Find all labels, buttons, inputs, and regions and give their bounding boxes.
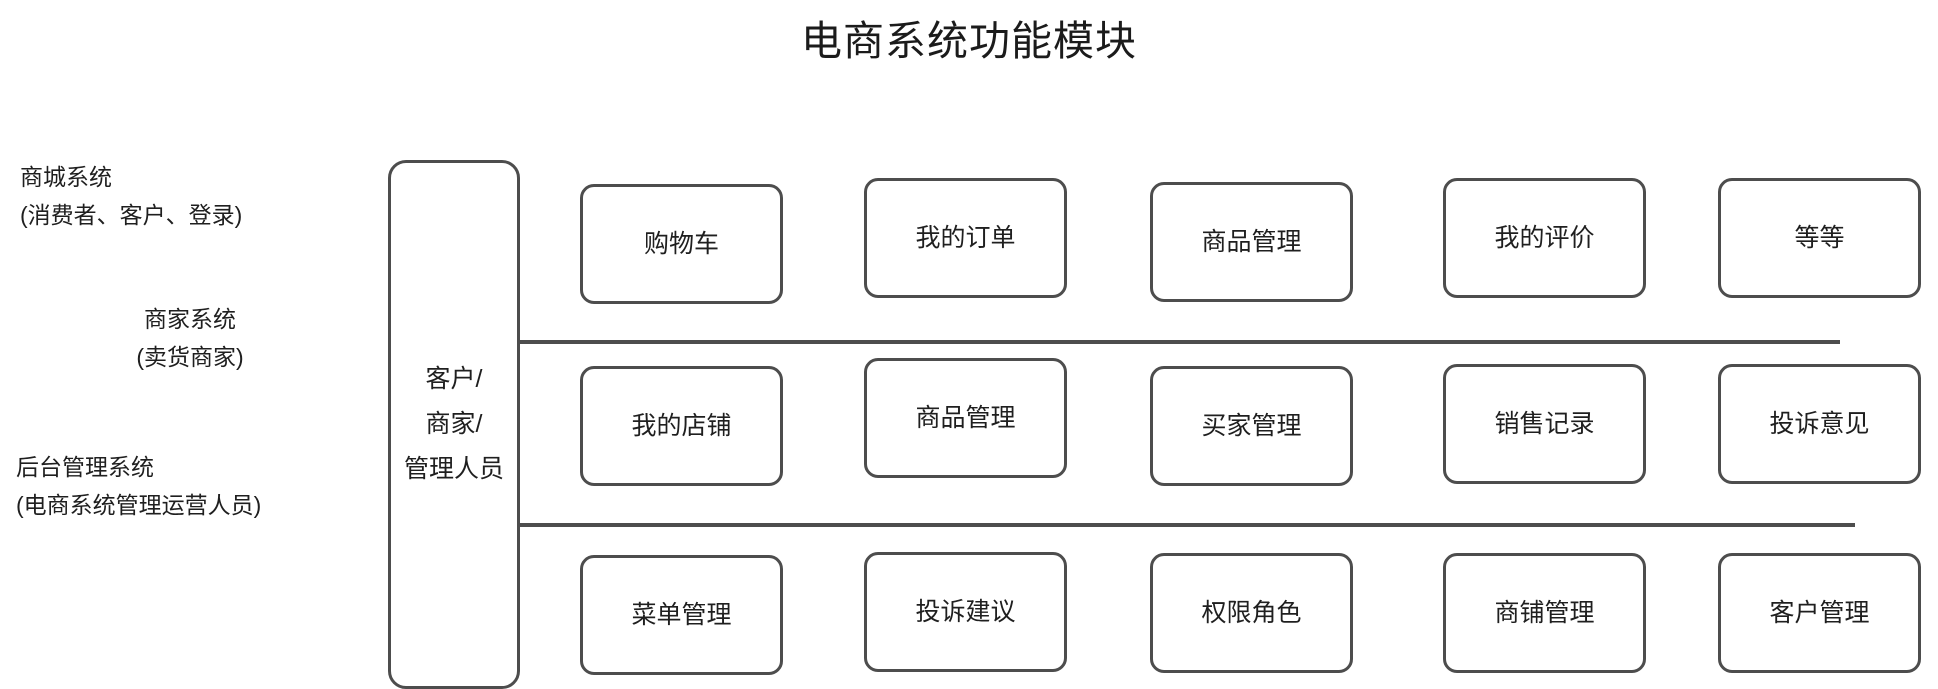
module-label: 投诉意见 xyxy=(1769,410,1870,438)
module-label: 我的评价 xyxy=(1494,224,1595,252)
module-label: 销售记录 xyxy=(1494,410,1595,438)
hub-line-admin: 管理人员 xyxy=(403,455,504,483)
module-label: 购物车 xyxy=(643,230,719,258)
module-box[interactable]: 投诉建议 xyxy=(864,552,1067,672)
module-box[interactable]: 权限角色 xyxy=(1150,553,1353,673)
module-label: 我的订单 xyxy=(915,224,1016,252)
module-box[interactable]: 客户管理 xyxy=(1718,553,1921,673)
hub-line-merchant: 商家/ xyxy=(425,410,483,438)
page-title: 电商系统功能模块 xyxy=(801,18,1137,64)
module-box[interactable]: 投诉意见 xyxy=(1718,364,1921,484)
module-label: 等等 xyxy=(1794,224,1845,252)
module-box[interactable]: 商铺管理 xyxy=(1443,553,1646,673)
module-label: 商品管理 xyxy=(1201,228,1302,256)
group-label-detail: (电商系统管理运营人员) xyxy=(16,492,262,518)
group-label-detail: (消费者、客户、登录) xyxy=(20,202,243,228)
module-box[interactable]: 等等 xyxy=(1718,178,1921,298)
group-label-name: 商城系统 xyxy=(20,164,112,190)
module-box[interactable]: 商品管理 xyxy=(1150,182,1353,302)
module-box[interactable]: 购物车 xyxy=(580,184,783,304)
module-label: 买家管理 xyxy=(1201,412,1302,440)
module-label: 权限角色 xyxy=(1201,599,1302,627)
module-box[interactable]: 销售记录 xyxy=(1443,364,1646,484)
module-box[interactable]: 我的评价 xyxy=(1443,178,1646,298)
row-divider xyxy=(520,523,1855,527)
group-label-name: 后台管理系统 xyxy=(16,454,154,480)
group-label-detail: (卖货商家) xyxy=(136,344,244,370)
group-label-admin: 后台管理系统 (电商系统管理运营人员) xyxy=(16,448,261,524)
hub-line-customer: 客户/ xyxy=(425,365,483,393)
module-box[interactable]: 菜单管理 xyxy=(580,555,783,675)
module-label: 投诉建议 xyxy=(915,598,1016,626)
group-label-shopping-mall: 商城系统 (消费者、客户、登录) xyxy=(20,158,242,234)
module-label: 客户管理 xyxy=(1769,599,1870,627)
module-label: 菜单管理 xyxy=(631,601,732,629)
module-label: 我的店铺 xyxy=(631,412,732,440)
row-divider xyxy=(520,340,1840,344)
module-label: 商铺管理 xyxy=(1494,599,1595,627)
module-box[interactable]: 我的订单 xyxy=(864,178,1067,298)
module-box[interactable]: 买家管理 xyxy=(1150,366,1353,486)
module-box[interactable]: 商品管理 xyxy=(864,358,1067,478)
group-label-name: 商家系统 xyxy=(144,306,236,332)
central-actor-box[interactable]: 客户/ 商家/ 管理人员 xyxy=(388,160,520,689)
module-box[interactable]: 我的店铺 xyxy=(580,366,783,486)
module-label: 商品管理 xyxy=(915,404,1016,432)
group-label-merchant: 商家系统 (卖货商家) xyxy=(20,300,360,376)
